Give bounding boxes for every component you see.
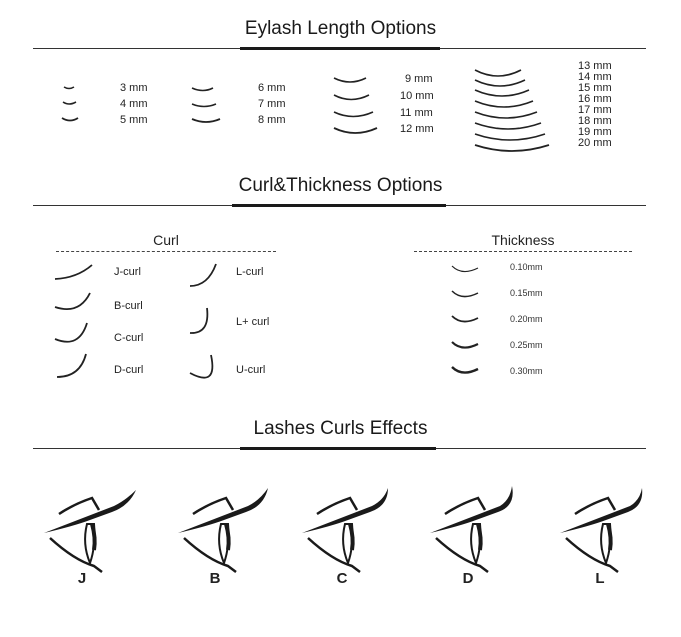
length-label: 12 mm	[400, 123, 434, 135]
length-label: 11 mm	[400, 107, 433, 119]
length-label: 4 mm	[120, 98, 148, 110]
eye-illustration-c	[302, 488, 388, 573]
eye-illustration-l	[560, 488, 643, 573]
length-label: 5 mm	[120, 114, 148, 126]
thickness-label: 0.15mm	[510, 288, 543, 298]
length-label: 3 mm	[120, 82, 148, 94]
length-label: 18 mm	[578, 115, 612, 127]
eye-illustration-b	[178, 488, 268, 573]
thickness-label: 0.30mm	[510, 366, 543, 376]
curl-icons-right	[189, 263, 217, 379]
title-underline	[240, 47, 440, 50]
effect-letter: L	[595, 570, 605, 587]
eye-illustration-d	[430, 486, 513, 573]
section-title-effects: Lashes Curls Effects	[253, 418, 428, 439]
length-label: 9 mm	[405, 73, 433, 85]
dotted-divider	[56, 251, 276, 252]
length-label: 17 mm	[578, 104, 612, 116]
length-label: 13 mm	[578, 60, 612, 72]
curl-heading: Curl	[153, 232, 179, 248]
length-label: 16 mm	[578, 93, 612, 105]
effect-letter: B	[209, 570, 221, 587]
thickness-heading: Thickness	[491, 232, 555, 248]
lash-icon-group1	[61, 86, 79, 122]
lash-icon-group3	[333, 77, 378, 134]
lash-icon-group2	[191, 87, 221, 123]
length-label: 7 mm	[258, 98, 286, 110]
curl-label: C-curl	[114, 332, 144, 344]
effect-letter: D	[462, 570, 474, 587]
section-title-length: Eylash Length Options	[244, 18, 437, 39]
thickness-icons	[451, 265, 479, 374]
lash-icon-group4	[474, 69, 550, 152]
eye-illustration-j	[44, 490, 136, 573]
title-underline	[232, 204, 446, 207]
curl-label: J-curl	[114, 266, 141, 278]
length-label: 19 mm	[578, 126, 612, 138]
thickness-label: 0.25mm	[510, 340, 543, 350]
dotted-divider	[414, 251, 632, 252]
title-underline	[240, 447, 436, 450]
thickness-label: 0.20mm	[510, 314, 543, 324]
thickness-label: 0.10mm	[510, 262, 543, 272]
length-label: 10 mm	[400, 90, 434, 102]
section-title-curl-thickness: Curl&Thickness Options	[238, 175, 443, 196]
length-label: 15 mm	[578, 82, 612, 94]
curl-label: U-curl	[236, 364, 266, 376]
curl-label: L-curl	[236, 266, 264, 278]
curl-label: D-curl	[114, 364, 144, 376]
length-label: 14 mm	[578, 71, 612, 83]
effect-letter: J	[77, 570, 87, 587]
length-label: 20 mm	[578, 137, 612, 149]
curl-label: B-curl	[114, 300, 143, 312]
effect-letter: C	[336, 570, 348, 587]
length-label: 6 mm	[258, 82, 286, 94]
length-label: 8 mm	[258, 114, 286, 126]
curl-label: L+ curl	[236, 316, 270, 328]
curl-icons-left	[54, 264, 93, 378]
